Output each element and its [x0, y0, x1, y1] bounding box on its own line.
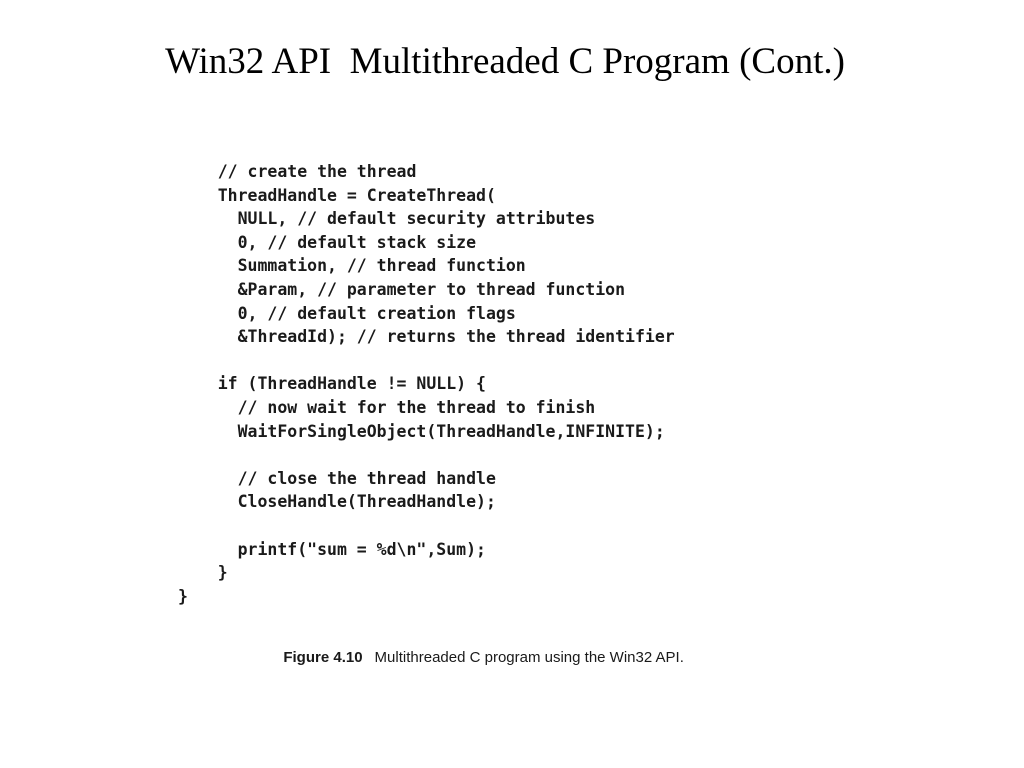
code-line: WaitForSingleObject(ThreadHandle,INFINIT…	[178, 421, 665, 441]
code-line: Summation, // thread function	[178, 256, 526, 276]
code-line: if (ThreadHandle != NULL) {	[178, 374, 486, 394]
code-line: NULL, // default security attributes	[178, 209, 596, 229]
code-line	[178, 443, 675, 467]
figure-caption: Figure 4.10 Multithreaded C program using…	[275, 632, 684, 666]
code-line	[178, 514, 675, 538]
code-line: CloseHandle(ThreadHandle);	[178, 492, 496, 512]
code-line: // now wait for the thread to finish	[178, 397, 596, 417]
code-line: // create the thread	[178, 162, 417, 181]
code-line: &ThreadId); // returns the thread identi…	[178, 327, 675, 347]
code-line: printf("sum = %d\n",Sum);	[178, 539, 486, 559]
code-line: ThreadHandle = CreateThread(	[178, 185, 496, 205]
code-line: 0, // default stack size	[178, 232, 477, 252]
code-line: // close the thread handle	[178, 468, 496, 488]
code-line: 0, // default creation flags	[178, 303, 516, 323]
code-line: }	[178, 586, 188, 606]
code-line: }	[178, 563, 228, 583]
figure-caption-text: Multithreaded C program using the Win32 …	[374, 649, 684, 666]
code-listing: // create the thread ThreadHandle = Crea…	[178, 160, 675, 608]
slide-title: Win32 API Multithreaded C Program (Cont.…	[165, 41, 845, 82]
figure-label: Figure 4.10	[283, 649, 363, 666]
code-line	[178, 349, 675, 373]
code-line: &Param, // parameter to thread function	[178, 279, 626, 299]
